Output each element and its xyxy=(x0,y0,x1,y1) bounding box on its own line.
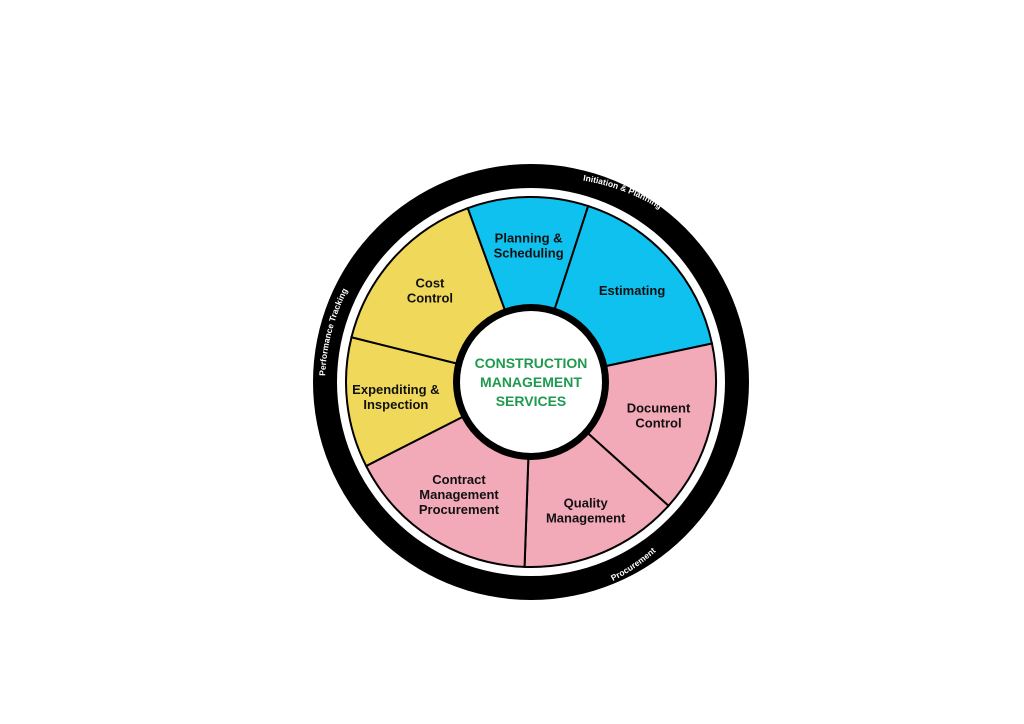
segment-label-estimating: Estimating xyxy=(599,283,666,298)
center-hub xyxy=(460,311,602,453)
segment-label-planning-scheduling: Planning &Scheduling xyxy=(494,231,564,261)
segment-label-expenditing-inspection: Expenditing &Inspection xyxy=(352,382,439,412)
